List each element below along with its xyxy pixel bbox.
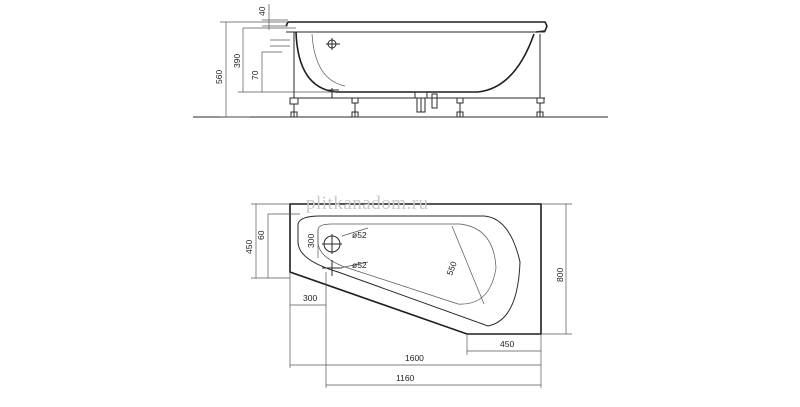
dim-70: 70 <box>250 70 260 80</box>
dim-560: 560 <box>214 70 224 84</box>
plan-dimensions <box>251 203 572 388</box>
overflow-fitting <box>325 38 340 98</box>
dim-300-vertical: 300 <box>306 234 316 248</box>
dim-52-bottom: ø52 <box>352 260 367 270</box>
dim-450-left: 450 <box>244 240 254 254</box>
dim-550: 550 <box>444 260 458 277</box>
dim-40: 40 <box>257 6 267 16</box>
dim-60: 60 <box>256 230 266 240</box>
side-view: 40 390 70 560 <box>193 4 608 118</box>
support-legs <box>289 97 545 118</box>
tub-basin-outline <box>297 215 521 327</box>
drain-holes <box>322 234 342 276</box>
dim-450-bottom: 450 <box>500 339 514 349</box>
side-dimensions <box>220 4 336 118</box>
watermark: plitkanadom.ru <box>306 193 429 214</box>
dim-300-horizontal: 300 <box>303 293 317 303</box>
tub-basin <box>295 31 535 93</box>
dim-1600: 1600 <box>405 353 424 363</box>
dim-1160: 1160 <box>396 373 415 383</box>
dim-390: 390 <box>232 54 242 68</box>
tub-inner-line <box>311 33 346 87</box>
siphon <box>414 91 438 113</box>
tub-rim <box>285 21 548 33</box>
plan-view: 450 60 300 ø52 ø52 550 800 300 450 1600 … <box>244 203 572 388</box>
dim-800: 800 <box>555 268 565 282</box>
dim-52-top: ø52 <box>352 230 367 240</box>
tub-bottom-outline <box>317 223 497 305</box>
tub-outline <box>289 203 542 335</box>
